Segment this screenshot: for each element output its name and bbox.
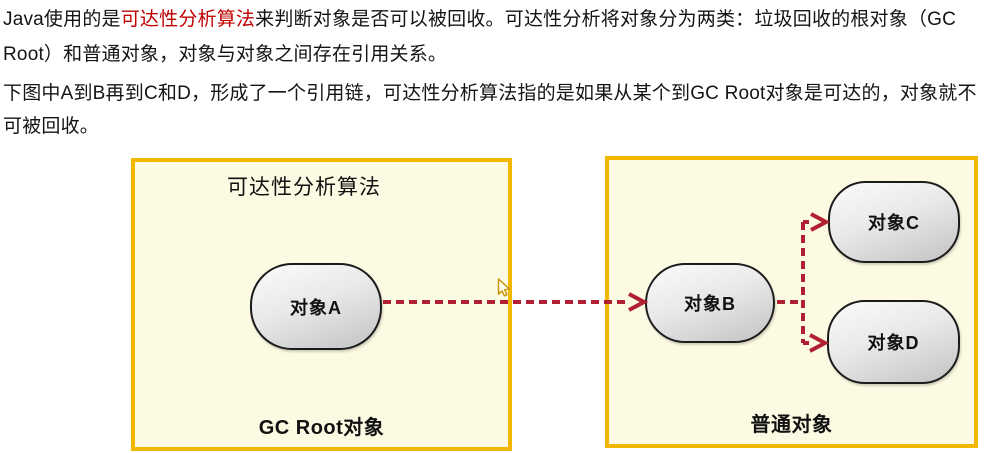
node-object-c: 对象C <box>828 181 960 263</box>
paragraph-1-highlight: 可达性分析算法 <box>120 9 256 30</box>
node-object-a-label: 对象A <box>290 297 342 318</box>
node-object-a: 对象A <box>250 263 382 350</box>
normal-object-box: 对象B 对象C 对象D 普通对象 <box>605 156 978 448</box>
paragraph-2: 下图中A到B再到C和D，形成了一个引用链，可达性分析算法指的是如果从某个到GC … <box>3 83 977 137</box>
gc-root-box-label: GC Root对象 <box>258 417 385 439</box>
intro-text: Java使用的是可达性分析算法来判断对象是否可以被回收。可达性分析将对象分为两类… <box>3 2 981 143</box>
gc-root-box: 可达性分析算法 对象A GC Root对象 <box>131 158 512 451</box>
paragraph-1-before: Java使用的是 <box>3 9 121 30</box>
paragraph-1: Java使用的是可达性分析算法来判断对象是否可以被回收。可达性分析将对象分为两类… <box>3 2 981 72</box>
paragraph-1-after: 来判断对象是否可以被回收。可达性分析将对象分为两类：垃圾回收的根对象（GC Ro… <box>3 9 957 65</box>
diagram-title: 可达性分析算法 <box>227 176 381 199</box>
node-object-b-label: 对象B <box>684 294 736 314</box>
node-object-d-label: 对象D <box>867 333 920 353</box>
normal-object-box-label: 普通对象 <box>750 414 833 436</box>
node-object-b: 对象B <box>645 263 775 343</box>
node-object-d: 对象D <box>827 300 960 384</box>
node-object-c-label: 对象C <box>868 213 920 233</box>
